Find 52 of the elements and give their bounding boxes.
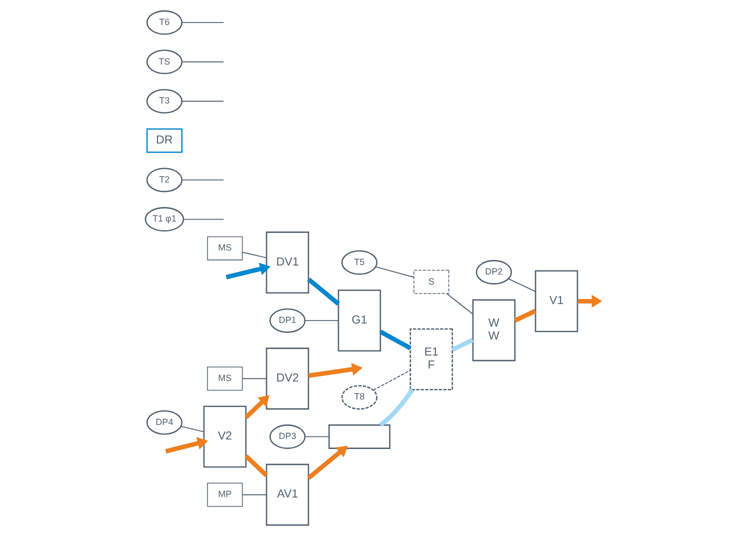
node-box: E1 F (409, 328, 452, 390)
connector (242, 378, 266, 380)
node-box: W W (472, 299, 516, 362)
connector (304, 436, 329, 438)
arrow (244, 395, 269, 419)
node-box (328, 424, 390, 449)
connector (507, 278, 536, 292)
node-ellipse: T2 (146, 168, 182, 192)
connector (450, 338, 474, 352)
arrow (164, 437, 208, 454)
arrow (308, 362, 362, 378)
node-box: S (413, 270, 449, 294)
connector (446, 293, 473, 315)
node-ellipse: T3 (146, 89, 182, 114)
node-ellipse: DP2 (475, 260, 512, 284)
node-box: MS (206, 236, 242, 260)
arrow (577, 294, 602, 308)
node-box: MS (206, 366, 242, 391)
connector (180, 61, 224, 62)
node-box: DV1 (265, 232, 309, 294)
node-box: MP (206, 482, 242, 507)
node-ellipse: T1 φ1 (144, 207, 184, 232)
node-ellipse: TS (146, 50, 182, 74)
connector (304, 320, 338, 322)
connector (242, 252, 266, 258)
node-box: V1 (534, 270, 578, 332)
connector (180, 22, 224, 24)
node-box: G1 (337, 290, 381, 352)
connector (374, 266, 414, 278)
node-box: V2 (202, 406, 246, 468)
connector (180, 100, 224, 102)
node-ellipse: DP3 (268, 424, 306, 449)
node-ellipse: T8 (340, 385, 377, 410)
node-ellipse: DP1 (268, 308, 306, 333)
connector (372, 370, 410, 391)
node-box: DV2 (265, 348, 309, 410)
node-box: AV1 (265, 464, 309, 526)
connector (242, 494, 266, 496)
node-ellipse: T6 (146, 10, 182, 35)
connector (180, 426, 204, 432)
node-box: DR (146, 128, 182, 153)
node-ellipse: DP4 (146, 410, 182, 435)
connector (306, 278, 340, 306)
connector (378, 330, 411, 350)
arrow (306, 446, 348, 480)
connector (514, 308, 536, 323)
connector (180, 179, 224, 180)
arrow (225, 262, 270, 280)
connector (378, 388, 414, 427)
node-ellipse: T5 (340, 250, 377, 275)
connector (182, 218, 224, 220)
connector (244, 454, 268, 477)
